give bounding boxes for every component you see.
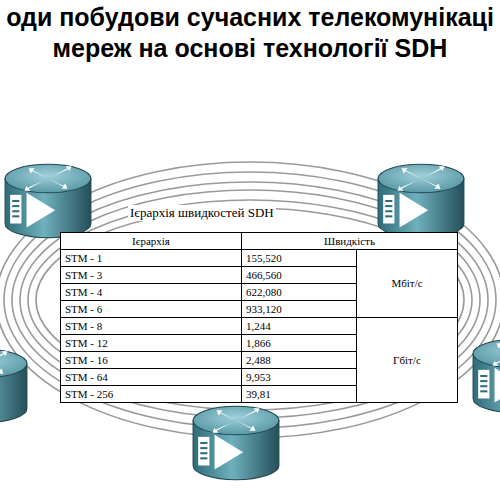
- table-row: STM - 649,953: [61, 369, 458, 386]
- router-icon: [473, 339, 500, 413]
- table-cell: 9,953: [242, 369, 357, 386]
- table-cell: STM - 4: [61, 284, 242, 301]
- table-cell: STM - 256: [61, 386, 242, 403]
- table-row: ІєрархіяШвидкість: [61, 233, 458, 250]
- table-cell: 1,866: [242, 335, 357, 352]
- table-cell: STM - 1: [61, 250, 242, 267]
- table-cell: 39,81: [242, 386, 357, 403]
- table-cell: 155,520: [242, 250, 357, 267]
- table-row: STM - 25639,81: [61, 386, 458, 403]
- ring-lines: [0, 162, 500, 438]
- table-cell: 466,560: [242, 267, 357, 284]
- speed-table: ІєрархіяШвидкістьSTM - 1155,520Мбіт/сSTM…: [60, 232, 458, 403]
- table-cell: 933,120: [242, 301, 357, 318]
- table-cell: 1,244: [242, 318, 357, 335]
- table-cell: STM - 12: [61, 335, 242, 352]
- table-row: STM - 1155,520Мбіт/с: [61, 250, 458, 267]
- router-icon: [378, 164, 464, 238]
- table-cell: STM - 6: [61, 301, 242, 318]
- table-cell: 622,080: [242, 284, 357, 301]
- table-caption: Ієрархія швидкостей SDH: [128, 205, 276, 221]
- table-cell: STM - 64: [61, 369, 242, 386]
- table-cell: Гбіт/с: [357, 318, 458, 403]
- table-cell: 2,488: [242, 352, 357, 369]
- router-icon: [5, 164, 91, 238]
- table-cell: STM - 8: [61, 318, 242, 335]
- router-icon: [0, 349, 27, 423]
- table-cell: Швидкість: [242, 233, 458, 250]
- table-cell: STM - 3: [61, 267, 242, 284]
- table-cell: STM - 16: [61, 352, 242, 369]
- table-cell: Ієрархія: [61, 233, 242, 250]
- router-icon: [193, 406, 279, 480]
- table-row: STM - 6933,120: [61, 301, 458, 318]
- table-cell: Мбіт/с: [357, 250, 458, 318]
- table-row: STM - 81,244Гбіт/с: [61, 318, 458, 335]
- table-row: STM - 121,866: [61, 335, 458, 352]
- slide-title: оди побудови сучасних телекомунікаці мер…: [4, 2, 496, 64]
